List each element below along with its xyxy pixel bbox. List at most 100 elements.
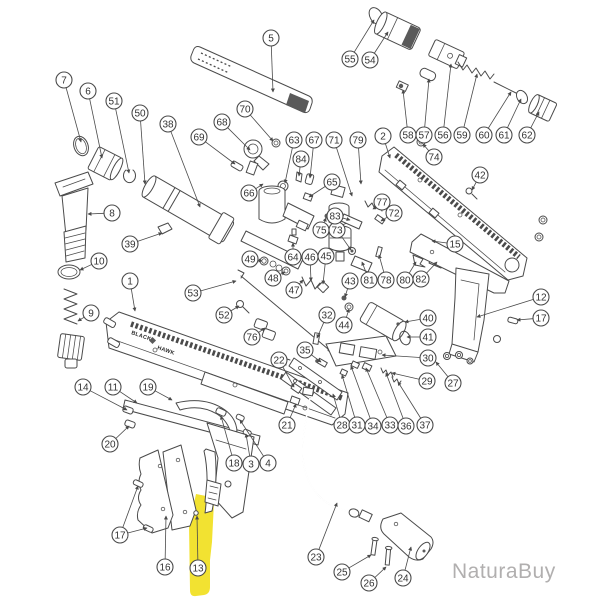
svg-text:71: 71 (328, 136, 340, 147)
callout-62: 62 (518, 111, 540, 144)
svg-text:35: 35 (299, 346, 311, 357)
callout-50: 50 (131, 104, 149, 185)
svg-text:32: 32 (321, 311, 333, 322)
callout-46: 46 (301, 248, 319, 282)
callout-23: 23 (307, 502, 338, 566)
brand-text-2: HAWK (156, 345, 175, 357)
svg-text:54: 54 (364, 56, 376, 67)
callout-67: 67 (305, 131, 323, 179)
callout-39: 39 (121, 232, 163, 253)
callout-54: 54 (361, 31, 389, 69)
callout-4: 4 (239, 419, 277, 472)
svg-text:21: 21 (281, 421, 293, 432)
svg-text:43: 43 (344, 277, 356, 288)
callout-58: 58 (399, 89, 417, 144)
svg-text:66: 66 (243, 189, 255, 200)
svg-text:50: 50 (134, 109, 146, 120)
svg-text:10: 10 (93, 257, 105, 268)
callout-38: 38 (159, 115, 201, 208)
callout-3: 3 (242, 433, 260, 473)
svg-text:77: 77 (376, 198, 388, 209)
callout-10: 10 (79, 252, 108, 271)
callout-48: 48 (264, 269, 286, 287)
callout-77: 77 (372, 193, 391, 211)
callout-35: 35 (296, 341, 322, 363)
callout-65: 65 (308, 173, 341, 198)
svg-text:9: 9 (88, 309, 94, 320)
svg-text:59: 59 (456, 131, 468, 142)
svg-text:80: 80 (399, 276, 411, 287)
callout-56: 56 (434, 63, 453, 144)
spring-guide (57, 288, 85, 369)
callout-80: 80 (396, 261, 417, 289)
svg-text:75: 75 (315, 226, 327, 237)
callout-41: 41 (406, 328, 437, 346)
callout-18: 18 (219, 415, 243, 472)
svg-text:78: 78 (380, 276, 392, 287)
svg-text:52: 52 (218, 311, 230, 322)
callout-16: 16 (156, 515, 174, 576)
svg-text:60: 60 (478, 131, 490, 142)
callout-40: 40 (404, 309, 437, 327)
callout-45: 45 (317, 247, 335, 285)
svg-text:14: 14 (77, 383, 89, 394)
svg-text:16: 16 (159, 563, 171, 574)
callout-27: 27 (435, 361, 462, 392)
svg-text:45: 45 (320, 252, 332, 263)
svg-text:83: 83 (329, 212, 341, 223)
grip-panels (132, 444, 197, 534)
svg-text:7: 7 (61, 76, 67, 87)
svg-text:62: 62 (521, 131, 533, 142)
callout-19: 19 (139, 378, 173, 401)
svg-text:74: 74 (428, 153, 440, 164)
svg-text:51: 51 (108, 97, 120, 108)
svg-text:18: 18 (228, 459, 240, 470)
callout-24: 24 (394, 546, 413, 587)
gas-line (289, 386, 434, 566)
svg-text:48: 48 (267, 274, 279, 285)
callout-61: 61 (495, 98, 522, 144)
callout-51: 51 (105, 92, 131, 174)
svg-text:29: 29 (421, 377, 433, 388)
svg-text:64: 64 (287, 253, 299, 264)
svg-text:67: 67 (308, 136, 320, 147)
callout-26: 26 (360, 566, 387, 592)
clamp-wedge (157, 222, 173, 235)
callout-49: 49 (241, 250, 263, 268)
callout-8: 8 (87, 204, 121, 222)
svg-text:22: 22 (273, 356, 285, 367)
callout-82: 82 (412, 261, 438, 288)
callout-14: 14 (74, 378, 128, 411)
callout-5: 5 (262, 29, 280, 93)
svg-text:28: 28 (336, 421, 348, 432)
svg-text:4: 4 (265, 459, 271, 470)
callout-32: 32 (316, 306, 336, 339)
callout-7: 7 (55, 71, 83, 143)
callout-12: 12 (476, 288, 550, 318)
svg-text:15: 15 (449, 240, 461, 251)
bolt-assembly-row (368, 7, 558, 122)
svg-text:72: 72 (388, 209, 400, 220)
svg-text:6: 6 (85, 87, 91, 98)
callout-15: 15 (431, 235, 464, 253)
svg-text:46: 46 (304, 253, 316, 264)
callout-17: 17 (516, 309, 550, 327)
svg-text:73: 73 (331, 226, 343, 237)
callout-33: 33 (365, 367, 399, 434)
callout-68: 68 (213, 113, 251, 151)
svg-text:68: 68 (216, 118, 228, 129)
svg-text:55: 55 (344, 55, 356, 66)
svg-text:17: 17 (114, 531, 126, 542)
callout-44: 44 (335, 308, 353, 334)
callout-83: 83 (326, 207, 351, 225)
svg-text:1: 1 (127, 277, 133, 288)
svg-text:57: 57 (418, 131, 430, 142)
callout-55: 55 (341, 19, 375, 68)
callout-52: 52 (215, 305, 240, 324)
callout-84: 84 (292, 150, 310, 177)
svg-text:49: 49 (244, 255, 256, 266)
svg-text:5: 5 (268, 34, 274, 45)
svg-text:39: 39 (124, 240, 136, 251)
